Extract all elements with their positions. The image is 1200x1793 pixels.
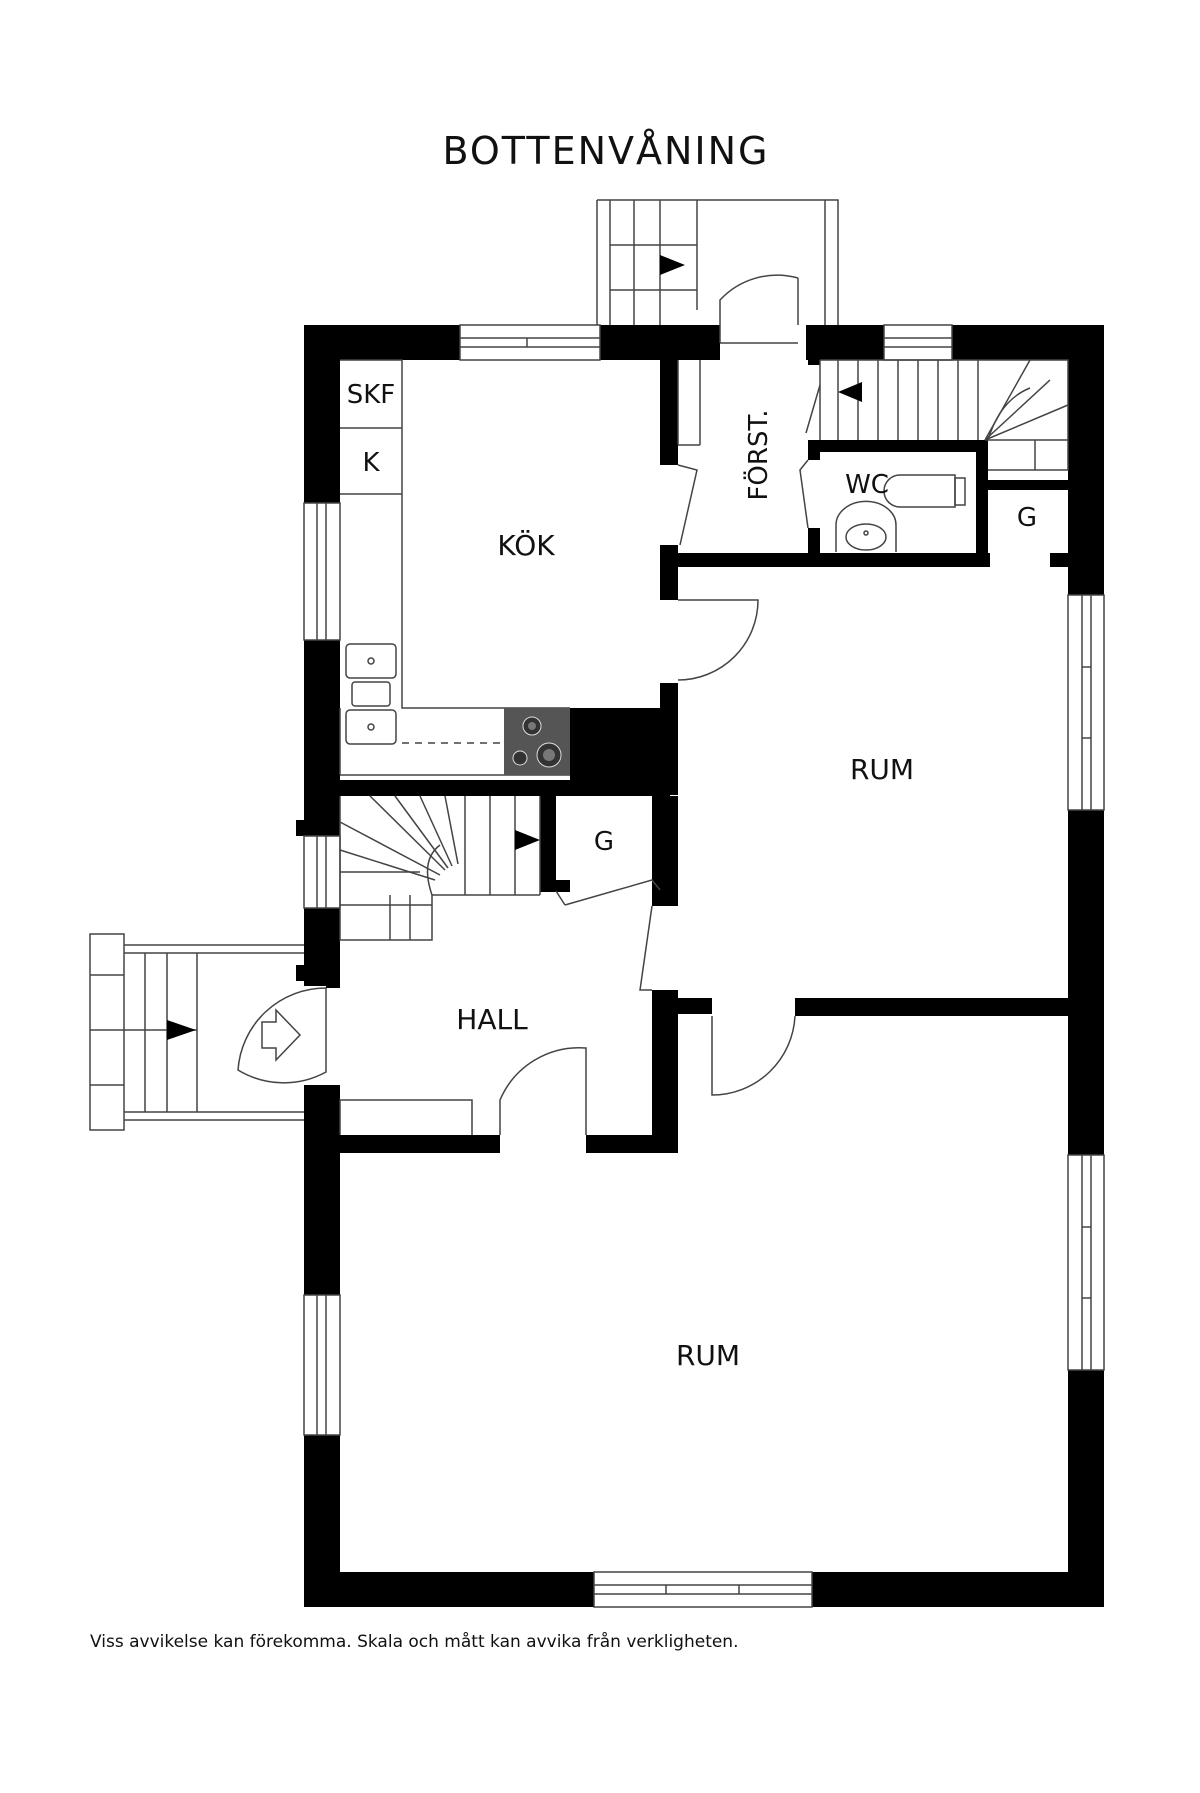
label-g-stair: G — [594, 827, 614, 857]
arrow-basement-stair — [838, 382, 862, 402]
label-hall: HALL — [456, 1003, 528, 1036]
disclaimer-text: Viss avvikelse kan förekomma. Skala och … — [90, 1632, 739, 1652]
label-wc: WC — [845, 470, 889, 500]
label-skf: SKF — [347, 380, 396, 410]
arrow-hall-stair — [515, 830, 540, 850]
walls — [296, 325, 1104, 1607]
stair-arrows — [167, 255, 862, 1040]
arrow-back-porch — [660, 255, 685, 275]
floor-title: BOTTENVÅNING — [443, 129, 770, 173]
arrow-entrance-porch — [167, 1020, 196, 1040]
label-rum-upper: RUM — [850, 753, 914, 786]
cooktop — [504, 708, 570, 775]
label-k: K — [362, 448, 380, 478]
label-kok: KÖK — [497, 528, 555, 562]
windows — [303, 324, 1105, 1608]
label-g-upper: G — [1017, 503, 1037, 533]
label-rum-lower: RUM — [676, 1339, 740, 1372]
label-forst: FÖRST. — [742, 409, 774, 500]
